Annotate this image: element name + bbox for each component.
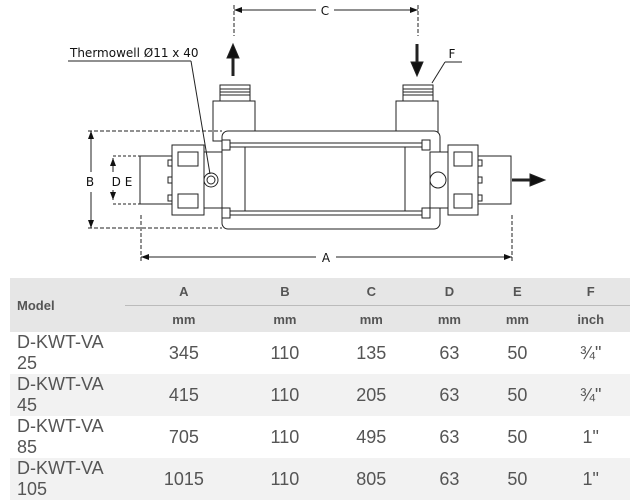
value-cell-b: 110: [270, 384, 300, 405]
heat-exchanger-drawing: Thermowell Ø11 x 40 C F B D E A: [68, 4, 547, 265]
value-cell-b: 110: [270, 426, 300, 447]
col-f-unit: inch: [577, 311, 605, 327]
table-row: D-KWT-VA 85 705 110 495 63 50 1": [10, 416, 630, 458]
value-cell-c: 495: [356, 426, 387, 447]
value-cell-a: 345: [168, 342, 199, 363]
right-port: [429, 171, 447, 189]
flow-arrow-down-icon: [410, 44, 424, 78]
value-cell-e: 50: [507, 384, 528, 405]
col-f-header: F: [551, 278, 630, 306]
thermowell-leader: [68, 60, 211, 175]
table-row: D-KWT-VA 105 1015 110 805 63 50 1": [10, 458, 630, 500]
f-leader: [431, 61, 462, 84]
value-cell-c: 135: [356, 342, 387, 363]
table-row: D-KWT-VA 25 345 110 135 63 50 ¾": [10, 332, 630, 374]
dimension-a: [140, 215, 513, 262]
col-c-header: C: [327, 278, 416, 306]
col-e-unit: mm: [505, 311, 529, 327]
value-cell-f: 1": [582, 468, 599, 489]
value-cell-b: 110: [270, 342, 300, 363]
dimension-de: [110, 155, 140, 205]
value-cell-b: 110: [270, 468, 300, 489]
thermowell-label: Thermowell Ø11 x 40: [69, 46, 198, 60]
col-e-header: E: [483, 278, 552, 306]
model-cell: D-KWT-VA 105: [17, 458, 103, 499]
value-cell-d: 63: [439, 468, 460, 489]
col-b-unit: mm: [273, 311, 297, 327]
value-cell-a: 1015: [163, 468, 204, 489]
model-header: Model: [17, 297, 55, 313]
dimensions-table: Model A B C D E F mm mm mm mm mm inch D-…: [10, 278, 630, 500]
col-b-header: B: [242, 278, 328, 306]
right-union: [429, 144, 512, 216]
value-cell-f: ¾": [579, 342, 602, 363]
value-cell-d: 63: [439, 384, 460, 405]
table-row: D-KWT-VA 45 415 110 205 63 50 ¾": [10, 374, 630, 416]
value-cell-c: 205: [356, 384, 387, 405]
flow-arrow-right-outlet-icon: [512, 173, 547, 187]
value-cell-a: 415: [168, 384, 199, 405]
col-a-unit: mm: [172, 311, 196, 327]
value-cell-c: 805: [356, 468, 387, 489]
model-cell: D-KWT-VA 85: [17, 416, 103, 457]
value-cell-d: 63: [439, 426, 460, 447]
col-d-unit: mm: [437, 311, 461, 327]
value-cell-e: 50: [507, 426, 528, 447]
model-cell: D-KWT-VA 45: [17, 374, 103, 415]
value-cell-d: 63: [439, 342, 460, 363]
dim-c-label: C: [321, 4, 329, 18]
col-a-header: A: [125, 278, 243, 306]
value-cell-e: 50: [507, 342, 528, 363]
value-cell-f: 1": [582, 426, 599, 447]
col-c-unit: mm: [359, 311, 383, 327]
tie-rods: [221, 139, 431, 219]
dim-b-label: B: [86, 175, 94, 189]
col-d-header: D: [415, 278, 484, 306]
dimension-c: [233, 5, 419, 36]
inner-tube: [244, 142, 406, 216]
dim-f-label: F: [449, 47, 456, 61]
value-cell-a: 705: [168, 426, 199, 447]
value-cell-f: ¾": [579, 384, 602, 405]
value-cell-e: 50: [507, 468, 528, 489]
model-cell: D-KWT-VA 25: [17, 332, 103, 373]
dimension-b: [88, 130, 222, 229]
dim-de-label: D E: [112, 175, 133, 189]
flow-arrow-up-icon: [226, 42, 240, 76]
dim-a-label: A: [322, 251, 331, 265]
